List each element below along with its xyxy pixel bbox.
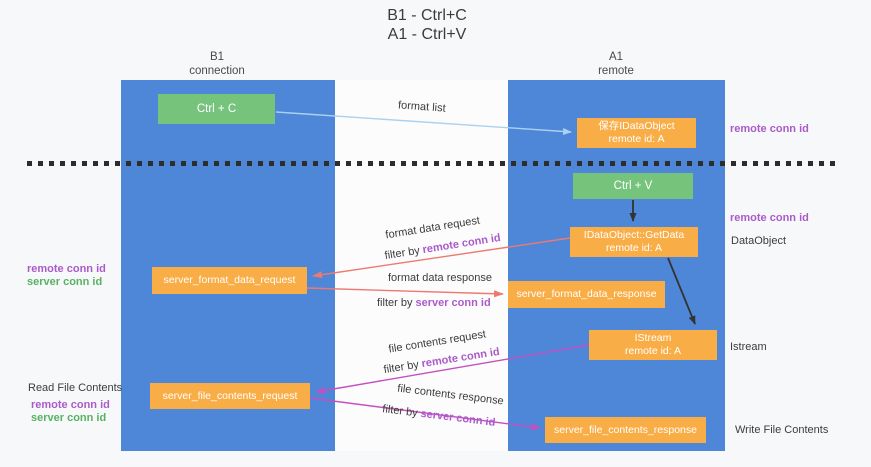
- server-format-data-request-box: server_format_data_request: [152, 267, 307, 294]
- idataobject-getdata-box: IDataObject::GetData remote id: A: [570, 227, 698, 257]
- lifeline-b1-name: B1: [209, 51, 225, 63]
- arrow-format-list: [275, 111, 572, 135]
- server-conn-id-left-label: server conn id: [27, 276, 103, 288]
- write-file-contents-label: Write File Contents: [735, 424, 829, 436]
- save-dataobject-title: 保存IDataObject: [598, 120, 675, 132]
- istream-side-label: Istream: [730, 341, 767, 353]
- server-file-contents-response-box: server_file_contents_response: [545, 417, 706, 443]
- filter-by-text: filter by: [377, 297, 413, 309]
- server-file-contents-request-box: server_file_contents_request: [150, 383, 310, 409]
- getdata-remote-id: remote id: A: [605, 242, 663, 254]
- format-data-response-label: format data response: [388, 272, 492, 284]
- ctrl-v-box: Ctrl + V: [573, 173, 693, 199]
- arrow-file-contents-request: [315, 344, 590, 394]
- arrow-file-contents-response: [309, 397, 541, 431]
- dashed-divider-line: [27, 161, 838, 166]
- istream-box: IStream remote id: A: [589, 330, 717, 360]
- getdata-title: IDataObject::GetData: [583, 229, 685, 241]
- arrow-getdata-to-istream: [667, 257, 696, 325]
- title-line-a1: A1 - Ctrl+V: [387, 26, 467, 43]
- lifeline-b1-role: connection: [189, 64, 245, 77]
- server-conn-id-text: server conn id: [415, 297, 491, 309]
- remote-conn-id-left-label: remote conn id: [27, 263, 106, 275]
- lifeline-a1-role: remote: [598, 64, 634, 77]
- lifeline-header-b1: B1 connection: [112, 51, 322, 78]
- server-format-data-response-box: server_format_data_response: [508, 281, 665, 308]
- lifeline-a1-name: A1: [608, 51, 624, 63]
- diagram-title: B1 - Ctrl+C A1 - Ctrl+V: [297, 6, 557, 44]
- lifeline-header-a1: A1 remote: [510, 51, 722, 78]
- read-file-contents-label: Read File Contents: [28, 382, 123, 394]
- arrow-format-data-response: [306, 287, 504, 298]
- message-area-panel: [335, 80, 508, 451]
- remote-conn-id-right-label-1: remote conn id: [730, 123, 809, 135]
- save-dataobject-box: 保存IDataObject remote id: A: [577, 118, 696, 148]
- istream-remote-id: remote id: A: [624, 345, 682, 357]
- save-dataobject-remote-id: remote id: A: [608, 133, 665, 145]
- arrow-format-data-request: [312, 237, 571, 279]
- dataobject-label: DataObject: [731, 235, 787, 247]
- remote-conn-id-right-label-2: remote conn id: [730, 212, 809, 224]
- title-line-b1: B1 - Ctrl+C: [387, 7, 467, 24]
- remote-conn-id-left-label-2: remote conn id: [31, 399, 110, 411]
- server-conn-id-left-label-2: server conn id: [31, 412, 107, 424]
- ctrl-c-box: Ctrl + C: [158, 94, 275, 124]
- istream-title: IStream: [634, 332, 672, 344]
